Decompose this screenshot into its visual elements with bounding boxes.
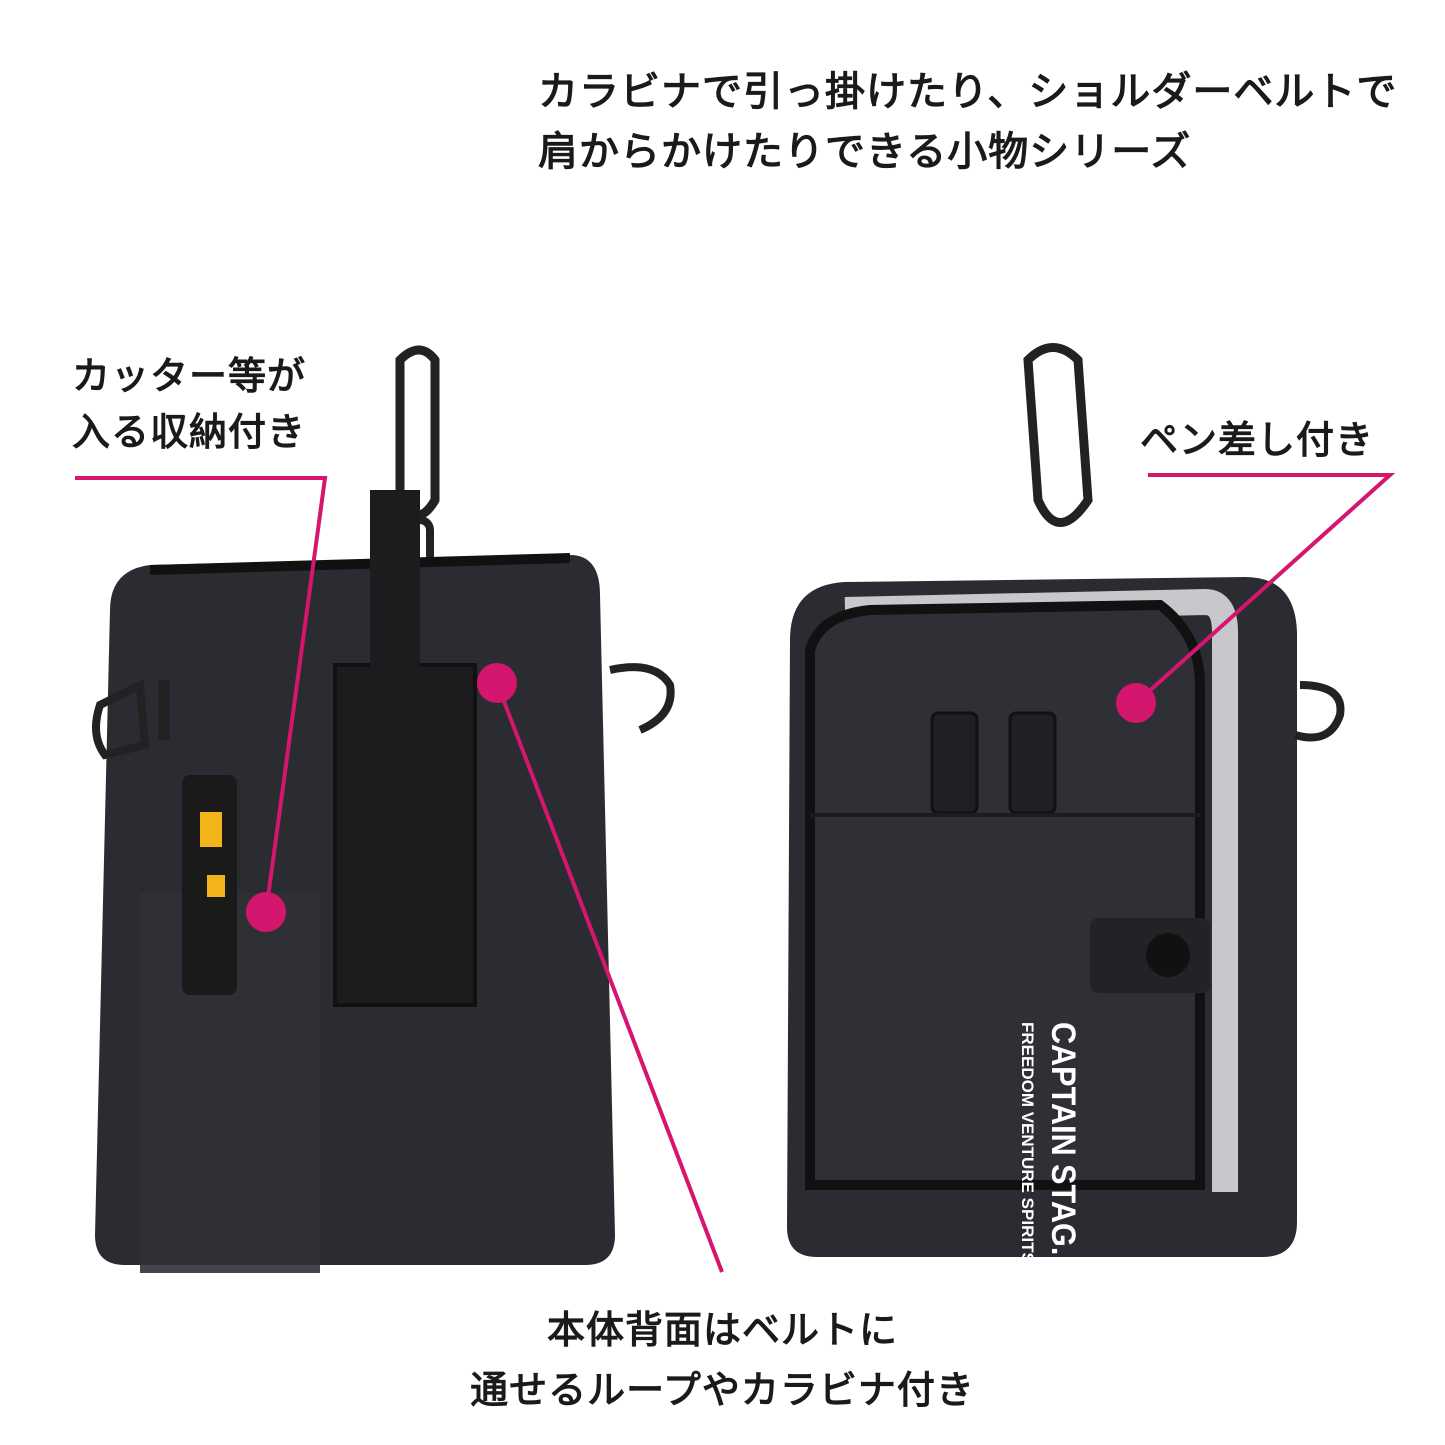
back-label-line-2: 通せるループやカラビナ付き: [470, 1368, 975, 1412]
snap-button: [1146, 933, 1190, 977]
brand-logo: CAPTAIN STAG. FREEDOM VENTURE SPIRITS: [1018, 1022, 1082, 1264]
pen-callout-line: [1134, 473, 1396, 705]
headline-line-1: カラビナで引っ掛けたり、ショルダーベルトで: [538, 69, 1398, 115]
back-callout-dot: [477, 663, 517, 703]
headline-line-2: 肩からかけたりできる小物シリーズ: [538, 129, 1192, 175]
svg-text:CAPTAIN STAG.: CAPTAIN STAG.: [1045, 1022, 1083, 1255]
right-bag-front-view: CAPTAIN STAG. FREEDOM VENTURE SPIRITS: [787, 343, 1345, 1264]
pen-label-line-1: ペン差し付き: [1140, 418, 1375, 462]
pen-holder-label: ペン差し付き: [1140, 412, 1374, 468]
callout-lines: [75, 473, 1396, 1273]
left-bag-back-view: [92, 345, 675, 1273]
cutter-label-line-1: カッター等が: [72, 354, 307, 398]
pen-callout-dot: [1116, 683, 1156, 723]
cutter-label-line-2: 入る収納付き: [72, 410, 307, 454]
cutter-pocket-label: カッター等が 入る収納付き: [72, 348, 306, 460]
svg-text:FREEDOM VENTURE SPIRITS: FREEDOM VENTURE SPIRITS: [1018, 1022, 1037, 1264]
back-label-line-1: 本体背面はベルトに: [546, 1308, 898, 1352]
carabiner-right: [1023, 343, 1093, 527]
cutter-callout-dot: [246, 892, 286, 932]
belt-loop: [333, 663, 477, 1007]
pen-holder: [930, 711, 979, 815]
cutter-callout-line: [75, 476, 328, 913]
back-callout-line: [495, 682, 724, 1273]
back-loop-label: 本体背面はベルトに 通せるループやカラビナ付き: [0, 1300, 1445, 1420]
headline: カラビナで引っ掛けたり、ショルダーベルトで 肩からかけたりできる小物シリーズ: [538, 62, 1397, 182]
